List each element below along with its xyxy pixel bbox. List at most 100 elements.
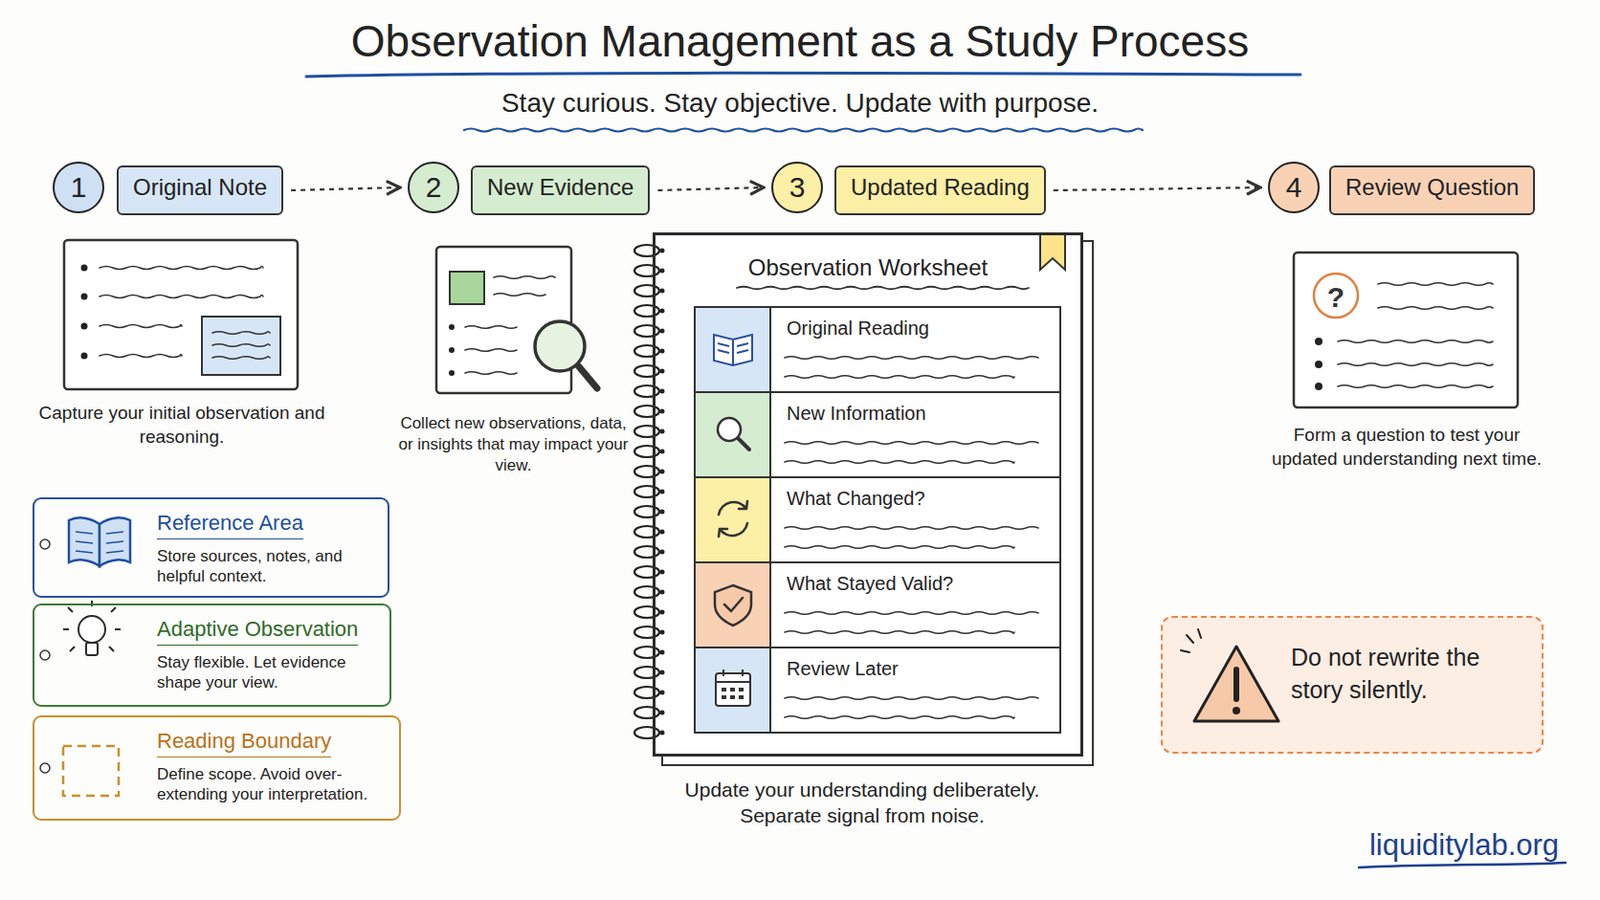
- spiral-hole: [660, 670, 666, 676]
- step-box: New Evidence: [470, 165, 650, 216]
- spiral-hole: [660, 690, 666, 696]
- node-text: New Evidence: [487, 167, 634, 208]
- worksheet-row: Review Later: [693, 646, 1062, 734]
- spiral-hole: [660, 369, 666, 375]
- spiral-ring: [634, 526, 660, 538]
- book-lines: [717, 343, 749, 354]
- bulb-icon: [63, 600, 121, 656]
- card-hole: [40, 539, 50, 550]
- spiral-ring: [634, 305, 660, 317]
- cycle-icon: [718, 501, 748, 537]
- step-number: 2: [407, 161, 460, 214]
- info-card: Reading BoundaryDefine scope. Avoid over…: [32, 715, 401, 822]
- watermark: liquiditylab.org: [1349, 826, 1579, 866]
- worksheet-row: New Information: [693, 391, 1062, 479]
- worksheet-row: What Changed?: [693, 476, 1062, 564]
- magnifier-lens: [717, 418, 741, 442]
- spiral-ring: [634, 345, 660, 357]
- bullet: [1314, 337, 1323, 346]
- book-icon: [68, 517, 131, 567]
- cell-fill: [695, 648, 771, 733]
- node-text: What Changed?: [786, 488, 1050, 511]
- squiggle-line: [784, 631, 1015, 635]
- spiral-ring: [634, 486, 660, 498]
- calendar-dot: [738, 688, 744, 692]
- spiral-hole: [660, 429, 666, 435]
- calendar-dot: [721, 695, 727, 700]
- note-inset: [201, 316, 281, 376]
- squiggle-line: [1337, 340, 1493, 344]
- check: [724, 598, 743, 612]
- bookmark: [1040, 233, 1066, 270]
- spiral-hole: [660, 309, 666, 314]
- worksheet-row: Original Reading: [693, 306, 1062, 394]
- warning-ticks: [1180, 629, 1201, 653]
- squiggle-line: [1377, 307, 1493, 311]
- cell-divider: [769, 307, 772, 734]
- spiral-hole: [660, 650, 666, 656]
- spiral-ring: [634, 646, 660, 659]
- node-text: Do not rewrite the story silently.: [1290, 641, 1531, 707]
- squiggle-line: [784, 612, 1039, 616]
- squiggle-line: [464, 129, 1143, 133]
- calendar-dot: [738, 695, 744, 700]
- card-hole: [40, 763, 50, 774]
- node-text: 1: [70, 171, 88, 204]
- bullet: [1314, 360, 1323, 369]
- dashed-arrow: [657, 187, 764, 191]
- spiral-hole: [660, 489, 666, 495]
- info-card: Reference AreaStore sources, notes, and …: [32, 497, 390, 599]
- calendar-dot: [730, 695, 735, 700]
- spiral-hole: [660, 590, 666, 596]
- squiggle-line: [465, 372, 517, 376]
- card-body: Store sources, notes, and helpful contex…: [156, 546, 382, 587]
- book-page: [713, 334, 753, 366]
- calendar-dot: [721, 688, 727, 692]
- step-caption: Capture your initial observation and rea…: [38, 401, 326, 449]
- shield: [714, 585, 752, 626]
- squiggle-line: [736, 287, 1029, 290]
- spiral-hole: [660, 630, 666, 636]
- bulb: [78, 616, 106, 644]
- squiggle-line: [784, 442, 1039, 445]
- squiggle-line: [784, 461, 1015, 465]
- spiral-hole: [660, 248, 666, 254]
- bulb-base: [86, 643, 98, 656]
- boundary-icon: [63, 746, 119, 797]
- node-text: 2: [425, 171, 443, 204]
- spiral-ring: [634, 506, 660, 518]
- note-card: [64, 240, 298, 390]
- bullet: [448, 347, 455, 354]
- calendar-ring: [722, 669, 725, 677]
- magnifier-handle: [577, 364, 598, 389]
- warning-dot: [1232, 707, 1241, 715]
- card-hole: [40, 650, 50, 661]
- spiral-ring: [634, 626, 660, 639]
- spiral-ring: [634, 385, 660, 398]
- squiggle-line: [465, 326, 517, 330]
- squiggle-line: [99, 325, 182, 329]
- bullet: [81, 353, 89, 360]
- notebook-page: [652, 232, 1084, 757]
- question-mark: ?: [1316, 278, 1356, 316]
- node-text: Original Note: [133, 167, 267, 208]
- squiggle-line: [784, 356, 1039, 360]
- squiggle-line: [212, 356, 270, 360]
- question-card: [1293, 252, 1518, 408]
- node-text: New Information: [786, 402, 1050, 425]
- magnifier-icon: [717, 418, 750, 450]
- node-text: 3: [789, 171, 806, 204]
- worksheet-row: What Stayed Valid?: [693, 561, 1062, 649]
- squiggle-line: [1337, 363, 1493, 367]
- spiral-hole: [660, 409, 666, 415]
- node-text: Original Reading: [786, 317, 1050, 340]
- calendar-ring: [741, 669, 744, 677]
- cycle-arrow: [718, 523, 748, 537]
- spiral-hole: [660, 449, 666, 455]
- spiral-hole: [660, 329, 666, 334]
- warning-triangle: [1194, 646, 1279, 722]
- squiggle-line: [99, 295, 264, 299]
- card-heading: Reference Area: [156, 511, 304, 540]
- bullet: [1314, 382, 1323, 391]
- step-box: Review Question: [1329, 165, 1535, 216]
